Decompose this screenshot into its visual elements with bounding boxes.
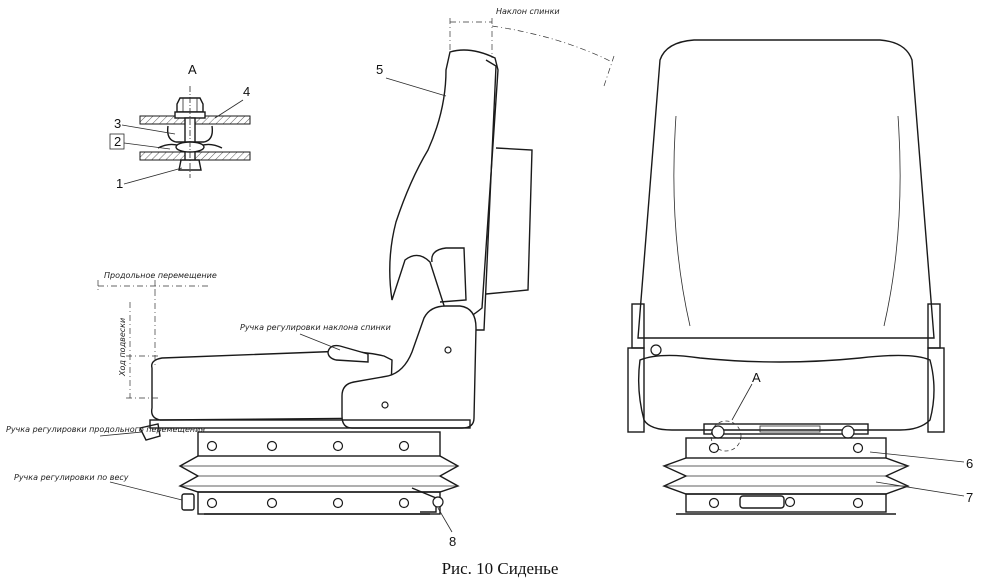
detail-a-marker [710, 420, 742, 452]
backrest-handle-label: Ручка регулировки наклона спинки [240, 323, 391, 332]
detail-view-label: A [188, 62, 197, 77]
travel-dimensions: Продольное перемещение Ход подвески [97, 271, 217, 399]
front-lever [739, 495, 785, 509]
callout-8: 8 [449, 534, 456, 549]
lumbar-insert [431, 247, 467, 303]
callout-5: 5 [376, 62, 383, 77]
callout-1: 1 [116, 176, 123, 191]
longitudinal-shift-label: Продольное перемещение [104, 271, 217, 280]
right-armrest-post [927, 347, 945, 433]
seat-side-view: 5 8 [138, 49, 533, 549]
backrest-shell-edge [474, 59, 497, 331]
front-base [685, 493, 887, 513]
callout-6: 6 [966, 456, 973, 471]
seat-front-view: A 6 7 [627, 39, 973, 515]
callout-2: 2 [114, 134, 121, 149]
longitudinal-handle-label: Ручка регулировки продольного перемещени… [6, 425, 205, 434]
handle-annotations: Ручка регулировки наклона спинки Ручка р… [6, 323, 391, 501]
backrest-tilt-label: Наклон спинки [496, 7, 560, 16]
figure-caption: Рис. 10 Сиденье [441, 559, 559, 578]
backrest-side [389, 49, 499, 321]
left-side-bracket [631, 303, 645, 349]
backrest-rear-pocket [485, 147, 533, 295]
callout-4: 4 [243, 84, 250, 99]
detail-view-a: A 4 3 2 1 [109, 62, 251, 191]
left-armrest-post [627, 347, 645, 433]
backrest-tilt-dimension: Наклон спинки [449, 7, 615, 87]
suspension-bellows [178, 455, 460, 493]
backrest-front [637, 39, 935, 339]
right-side-bracket [927, 303, 941, 349]
weight-handle-label: Ручка регулировки по весу [14, 473, 129, 482]
backrest-tilt-handle [327, 344, 369, 363]
seat-rail [149, 419, 471, 429]
weight-adjust-knob [181, 493, 195, 511]
backrest-inner-right [883, 115, 901, 327]
suspension-travel-label: Ход подвески [118, 318, 127, 377]
slide-handle [138, 423, 161, 441]
front-upper-plate [685, 437, 887, 459]
backrest-inner-left [673, 115, 691, 327]
callout-3: 3 [114, 116, 121, 131]
callout-7: 7 [966, 490, 973, 505]
front-rail [703, 423, 869, 435]
suspension-upper-plate [197, 431, 441, 457]
section-marker-a: A [752, 370, 761, 385]
seat-cushion-front [637, 354, 935, 431]
